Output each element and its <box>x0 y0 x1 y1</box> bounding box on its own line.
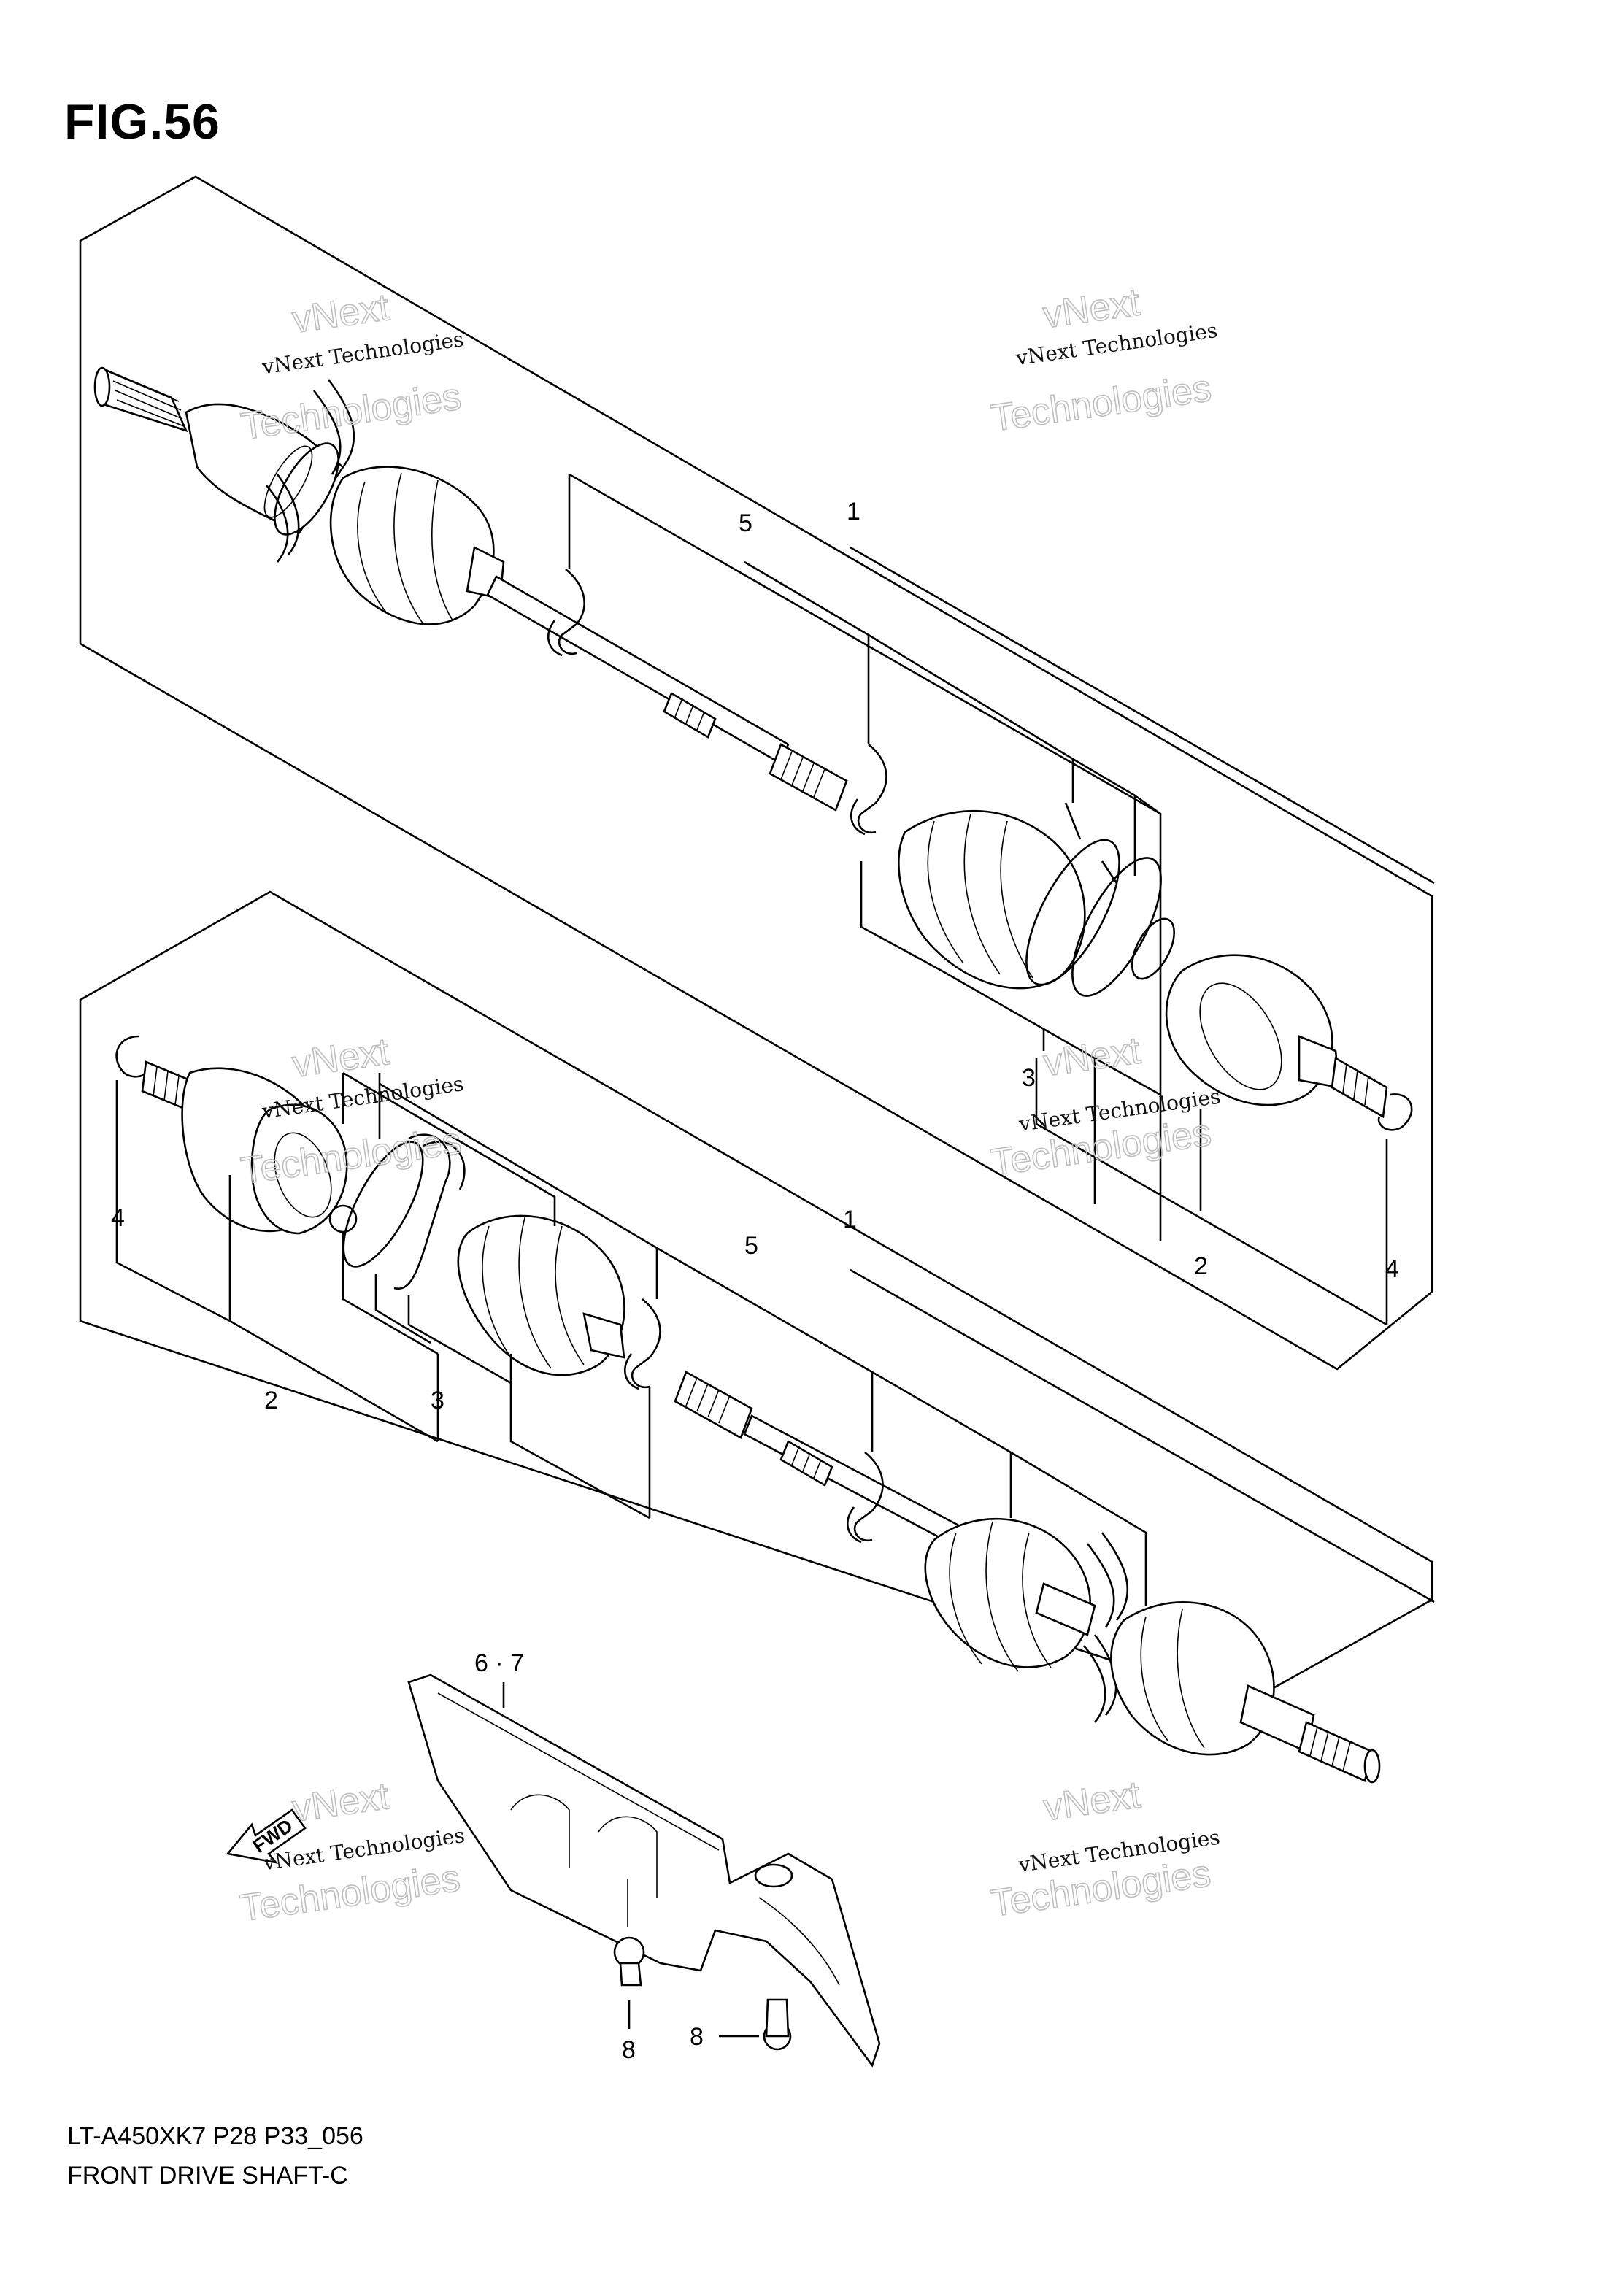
guard-bolt-upper <box>613 1936 645 1987</box>
lower-callout-4: 4 <box>111 1204 125 1232</box>
guard-callout-8-upper: 8 <box>622 2036 636 2064</box>
guard-callout-6-7: 6 · 7 <box>474 1649 524 1677</box>
upper-callout-4: 4 <box>1385 1255 1399 1283</box>
lower-shaft-clamp-right <box>847 1451 884 1544</box>
lower-callout-1: 1 <box>843 1206 857 1233</box>
upper-inner-clamp <box>850 743 887 836</box>
lower-outer-joint <box>1110 1601 1381 1784</box>
svg-text:Technologies: Technologies <box>239 375 464 448</box>
svg-text:vNext: vNext <box>1041 1773 1143 1829</box>
watermark-6: Technologies vNext vNext Technologies <box>987 1773 1222 1926</box>
figure-title: FIG.56 <box>64 94 220 150</box>
svg-text:Technologies: Technologies <box>988 367 1214 440</box>
lower-inner-clamp <box>624 1298 661 1390</box>
guard-callout-8-lower: 8 <box>690 2023 704 2051</box>
lower-inner-boot <box>457 1214 625 1376</box>
upper-callout-1: 1 <box>847 498 860 525</box>
upper-outer-boot <box>329 466 505 625</box>
lower-callout-3: 3 <box>431 1387 444 1414</box>
watermark-2: Technologies vNext vNext Technologies <box>988 281 1219 441</box>
lower-outer-boot <box>924 1517 1096 1672</box>
lower-inner-joint <box>141 1060 358 1235</box>
watermark-3: Technologies vNext vNext Technologies <box>238 1030 465 1193</box>
upper-assembly-frame <box>79 175 1433 1371</box>
upper-outer-joint <box>93 366 344 536</box>
upper-callout-5: 5 <box>739 509 752 537</box>
lower-inner-rings <box>342 1133 466 1290</box>
upper-inner-boot <box>898 809 1086 990</box>
watermark-1: Technologies vNext vNext Technologies <box>238 285 465 449</box>
upper-inner-rings <box>1025 802 1175 997</box>
upper-shaft-clamp-left <box>547 568 585 657</box>
lower-callout-2: 2 <box>264 1387 278 1414</box>
model-code: LT-A450XK7 P28 P33_056 <box>67 2122 363 2150</box>
figure-name: FRONT DRIVE SHAFT-C <box>67 2162 348 2189</box>
svg-text:vNext Technologies: vNext Technologies <box>260 327 465 380</box>
lower-callout-5: 5 <box>744 1232 758 1260</box>
guard-bolt-lower <box>763 1998 792 2051</box>
upper-callout-3: 3 <box>1022 1064 1036 1092</box>
svg-text:vNext: vNext <box>290 1030 392 1086</box>
upper-outer-boot-clamp <box>266 379 355 563</box>
drive-shaft-guard <box>407 1673 881 2068</box>
svg-text:vNext: vNext <box>1041 281 1143 336</box>
upper-leaders <box>568 473 1435 1326</box>
upper-inner-joint <box>1165 954 1413 1131</box>
upper-shaft-bar <box>486 575 848 812</box>
upper-callout-2: 2 <box>1194 1252 1208 1280</box>
lower-outer-clamp <box>1083 1532 1129 1723</box>
svg-text:vNext: vNext <box>290 286 392 342</box>
svg-text:vNext: vNext <box>290 1775 392 1830</box>
lower-leaders <box>115 1071 1435 1606</box>
lower-circlip-left <box>115 1035 147 1078</box>
